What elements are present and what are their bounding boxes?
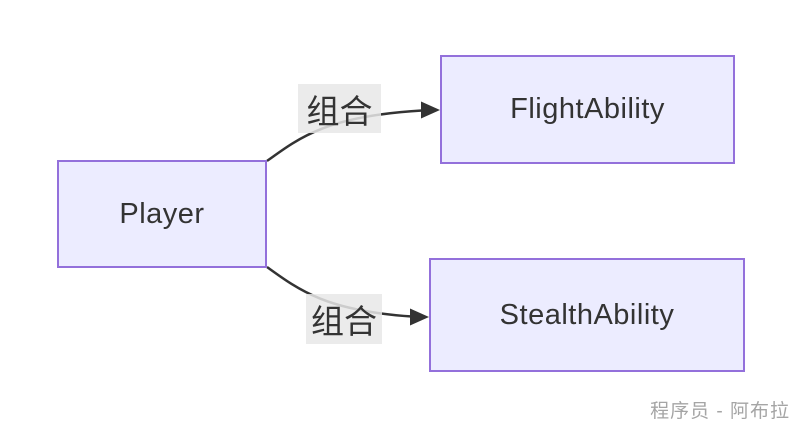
node-player: Player: [57, 160, 267, 268]
watermark: 程序员 - 阿布拉: [650, 401, 790, 422]
edge-label-composition-stealth: 组合: [306, 294, 382, 344]
edge-label-composition-flight: 组合: [298, 84, 381, 133]
node-stealth-ability: StealthAbility: [429, 258, 745, 372]
arrowhead-icon: [410, 308, 429, 326]
arrowhead-icon: [421, 101, 440, 119]
node-flight-ability: FlightAbility: [440, 55, 735, 164]
